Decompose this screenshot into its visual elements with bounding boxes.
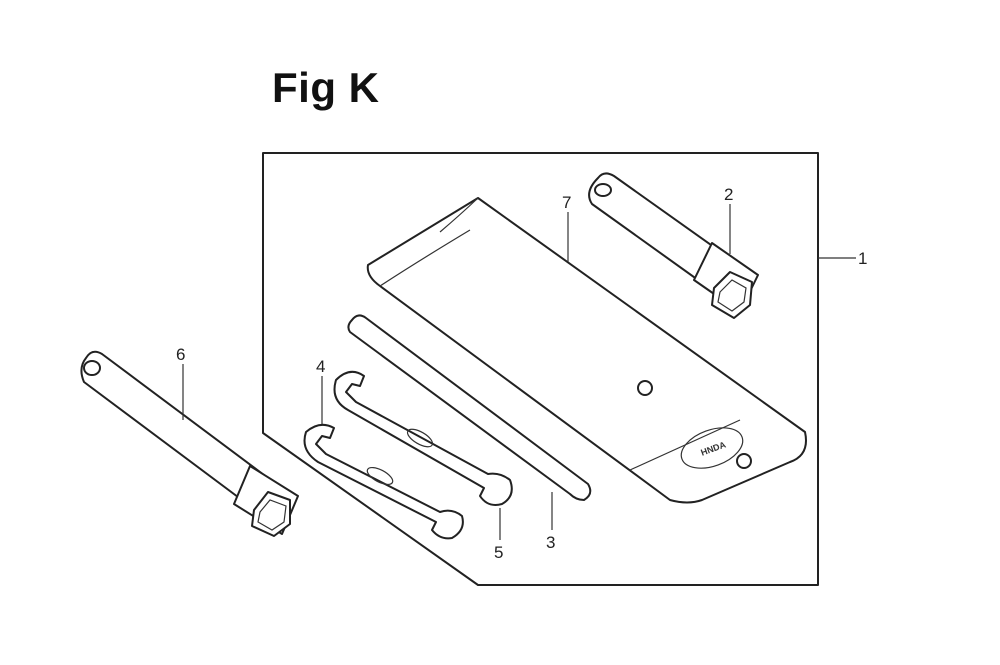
callout-5: 5 xyxy=(494,543,503,562)
callout-6: 6 xyxy=(176,345,185,364)
figure-title: Fig K xyxy=(272,64,380,111)
callout-2: 2 xyxy=(724,185,733,204)
open-wrench-5 xyxy=(303,423,464,540)
tool-bag: HNDA xyxy=(366,197,807,504)
open-wrench-4 xyxy=(333,370,513,506)
callout-4: 4 xyxy=(316,357,325,376)
box-wrench-6 xyxy=(80,350,299,537)
callout-7: 7 xyxy=(562,193,571,212)
assembly-boundary xyxy=(262,152,819,586)
callout-1: 1 xyxy=(858,249,867,268)
box-wrench-2 xyxy=(588,172,759,319)
callout-3: 3 xyxy=(546,533,555,552)
handle-bar-3 xyxy=(347,314,592,501)
